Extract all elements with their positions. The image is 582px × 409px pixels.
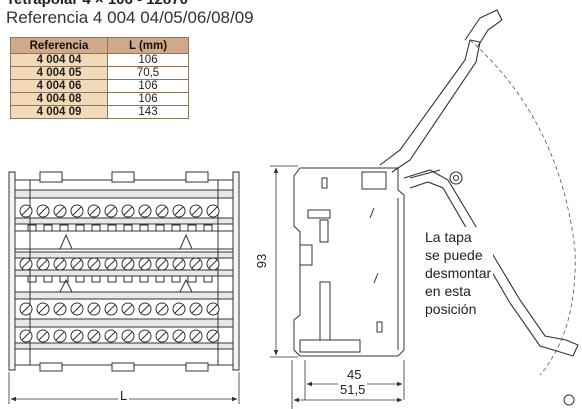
cover-open bbox=[379, 9, 579, 357]
cell-length: 70,5 bbox=[107, 66, 189, 80]
note-line: desmontar bbox=[425, 265, 492, 281]
depth-dimensions bbox=[291, 360, 405, 409]
diagram-title: Tetrapolar 4 × 106 - 12870 bbox=[6, 0, 188, 8]
side-view bbox=[293, 167, 405, 357]
rotation-arc bbox=[469, 39, 576, 376]
cell-reference: 4 004 08 bbox=[10, 92, 108, 106]
depth-large-label: 51,5 bbox=[338, 382, 368, 397]
right-end-plate bbox=[232, 171, 240, 371]
length-label: L bbox=[118, 388, 130, 403]
column-header-length: L (mm) bbox=[107, 37, 189, 54]
cover-note: La tapa se puede desmontar en esta posic… bbox=[423, 227, 494, 319]
cell-reference: 4 004 04 bbox=[10, 53, 108, 67]
screw-rows bbox=[19, 204, 220, 343]
hinge-pin bbox=[563, 394, 575, 406]
note-line: en esta bbox=[425, 283, 471, 299]
cell-length: 106 bbox=[107, 92, 189, 106]
height-dimension bbox=[270, 165, 298, 358]
cell-length: 106 bbox=[107, 53, 189, 67]
depth-small-label: 45 bbox=[345, 367, 364, 382]
height-label: 93 bbox=[254, 251, 270, 271]
table-header-row: Referencia L (mm) bbox=[10, 37, 189, 54]
cell-reference: 4 004 05 bbox=[10, 66, 108, 80]
note-line: se puede bbox=[425, 247, 483, 263]
diagram-subtitle: Referencia 4 004 04/05/06/08/09 bbox=[6, 8, 254, 27]
cell-reference: 4 004 06 bbox=[10, 79, 108, 93]
cell-length: 143 bbox=[107, 105, 189, 119]
cell-reference: 4 004 09 bbox=[10, 105, 108, 119]
left-end-plate bbox=[8, 171, 16, 371]
note-line: posición bbox=[425, 301, 477, 317]
note-line: La tapa bbox=[425, 229, 472, 245]
cell-length: 106 bbox=[107, 79, 189, 93]
